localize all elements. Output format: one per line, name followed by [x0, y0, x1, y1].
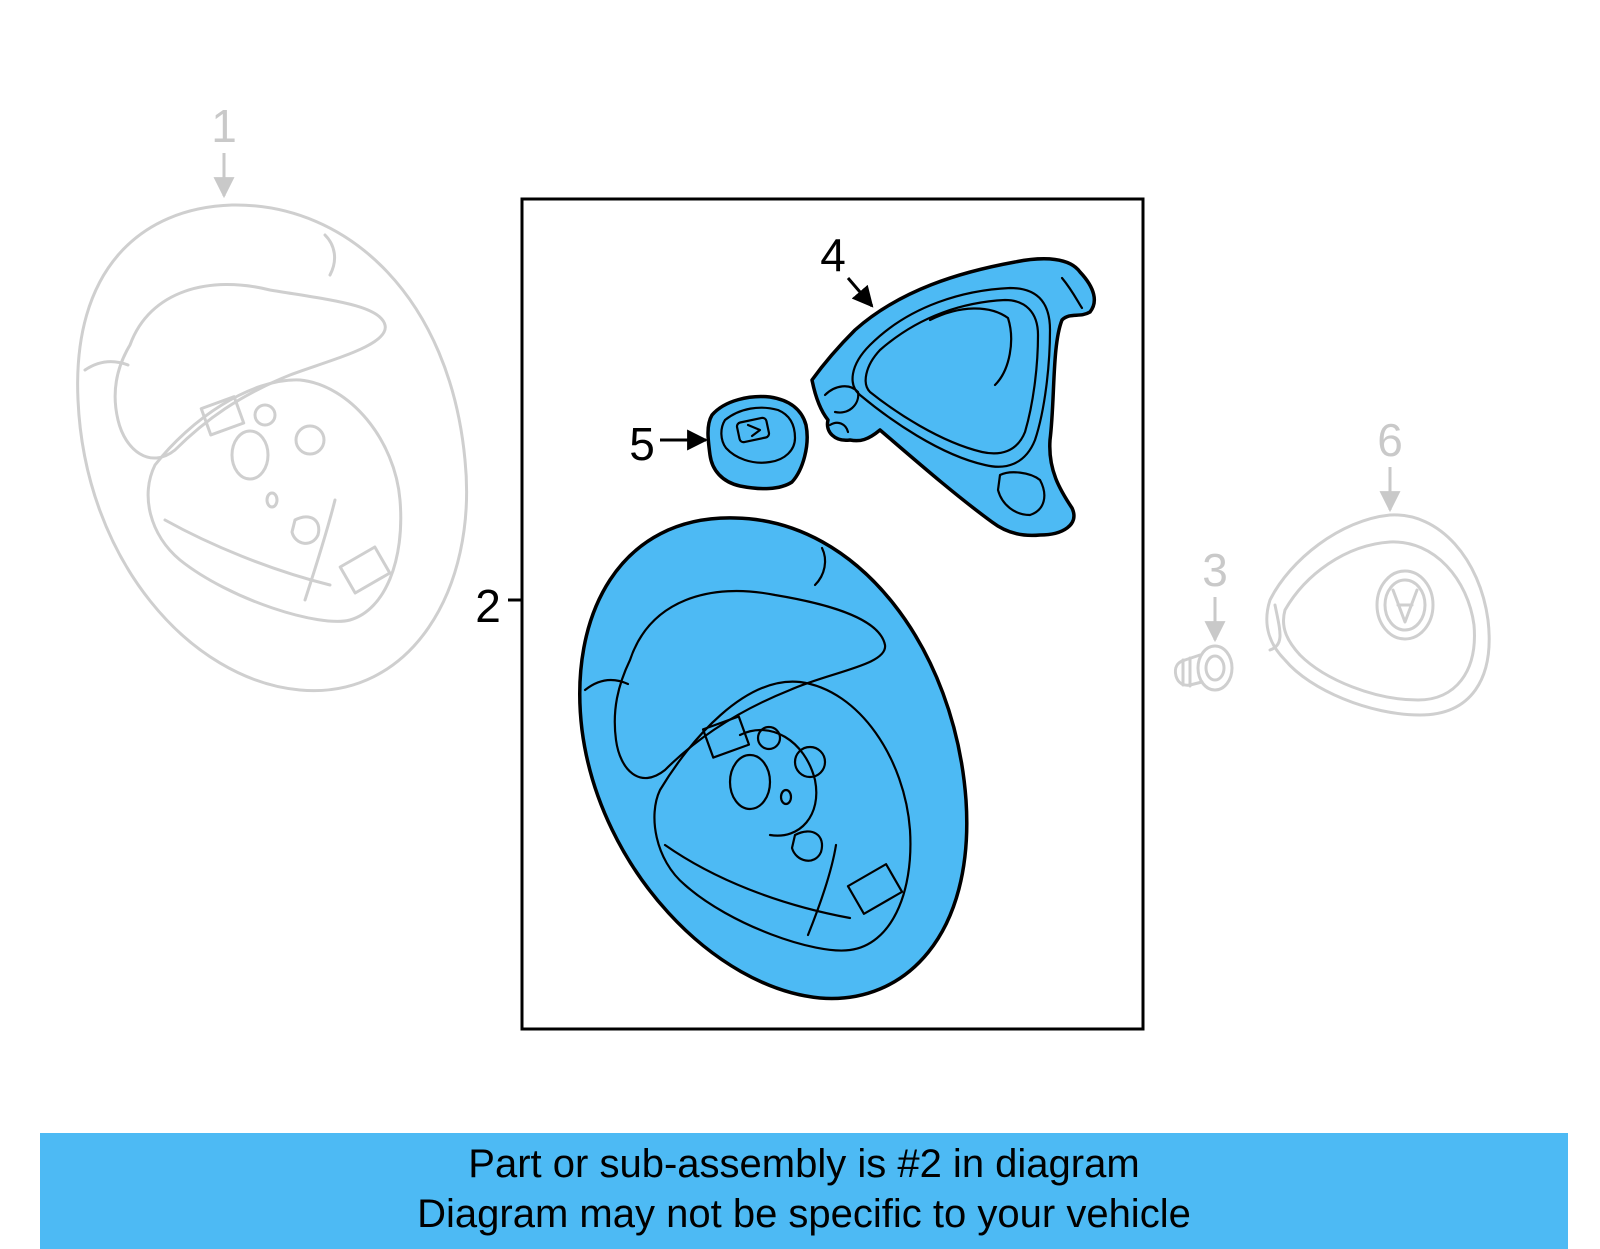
- info-banner: Part or sub-assembly is #2 in diagram Di…: [40, 1133, 1568, 1249]
- callout-4-arrow: [846, 277, 874, 308]
- banner-line-1: Part or sub-assembly is #2 in diagram: [468, 1142, 1140, 1186]
- callout-6: 6: [1377, 414, 1403, 466]
- callout-5: 5: [629, 418, 655, 470]
- banner-line-2: Diagram may not be specific to your vehi…: [417, 1192, 1191, 1236]
- callout-4: 4: [820, 229, 846, 281]
- callout-2: 2: [475, 580, 501, 632]
- callout-3: 3: [1202, 544, 1228, 596]
- bolt-icon: [1173, 644, 1234, 692]
- subassembly-frame: [520, 197, 1145, 1031]
- switch-button-icon: [706, 394, 809, 491]
- wheel-trim-cover-icon: [810, 257, 1097, 538]
- callout-1: 1: [211, 100, 237, 152]
- steering-wheel-icon: [76, 203, 469, 693]
- steering-wheel-icon: [578, 516, 969, 1001]
- airbag-module-icon: [1265, 513, 1491, 717]
